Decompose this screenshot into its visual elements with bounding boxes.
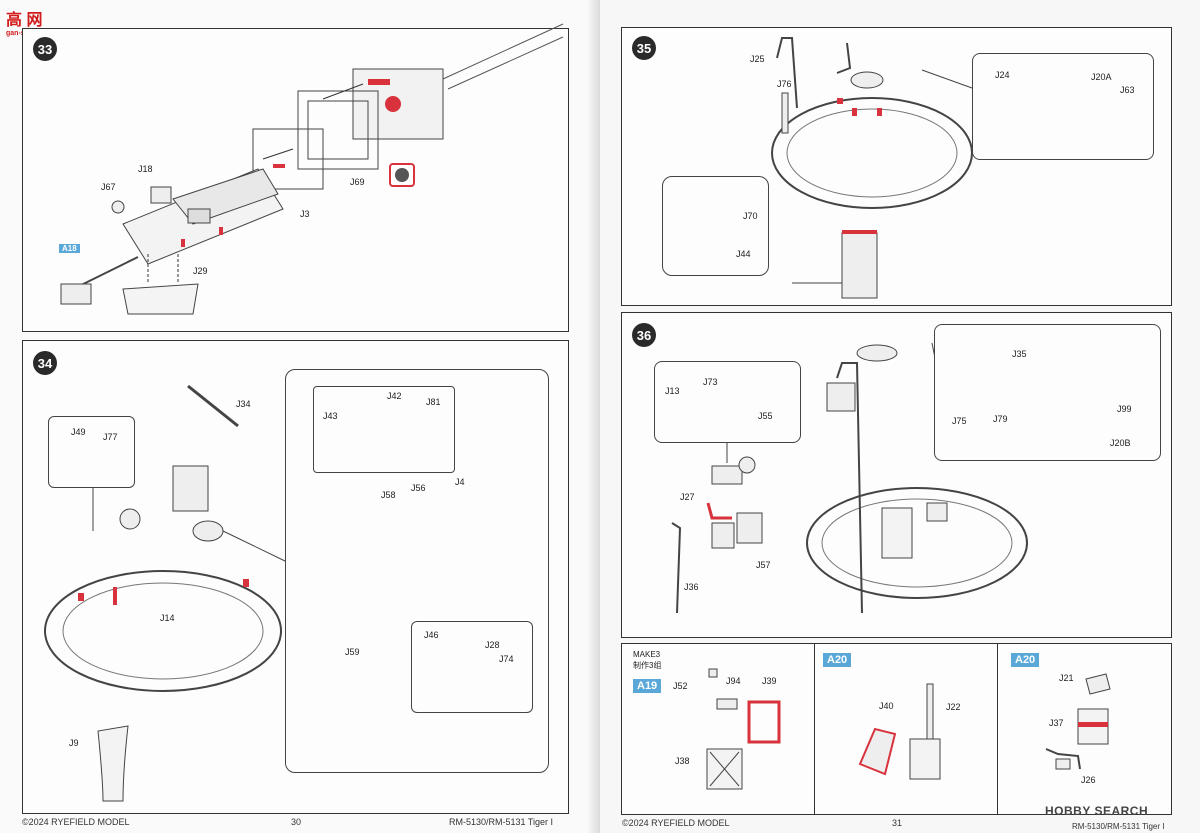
part-label: J27 [680,492,695,502]
subassembly-tag: A18 [59,244,80,253]
part-label: J21 [1059,673,1074,683]
callout-j70-j44 [662,176,769,276]
part-label: J46 [424,630,439,640]
part-label: J40 [879,701,894,711]
part-label: J63 [1120,85,1135,95]
part-label: J24 [995,70,1010,80]
sub-a19-panel: MAKE3 制作3组 A19 J52 J94 J39 J38 [621,643,815,815]
part-label: J14 [160,613,175,623]
page-right: 35 [600,0,1200,833]
part-label: J70 [743,211,758,221]
part-label: J9 [69,738,79,748]
hobbysearch-watermark: HOBBY SEARCH [1045,804,1149,818]
page-number: 30 [291,817,302,827]
make-count: MAKE3 [633,650,661,659]
part-label: J67 [101,182,116,192]
part-label: J36 [684,582,699,592]
step-number: 35 [632,36,656,60]
step-number: 33 [33,37,57,61]
part-label: J55 [758,411,773,421]
callout-j46-j74 [411,621,533,713]
callout-j13-j55 [654,361,801,443]
part-label: J22 [946,702,961,712]
part-label: J34 [236,399,251,409]
sub-a20-panel-1: A20 J40 J22 [814,643,998,815]
subassembly-tag: A20 [823,653,852,667]
footer-model-code: RM-5130/RM-5131 Tiger I [449,817,554,827]
part-label: J25 [750,54,765,64]
part-label: J79 [993,414,1008,424]
callout-j35-j20b [934,324,1161,461]
sub-a20-drawing-1 [858,683,941,780]
footer-copyright: ©2024 RYEFIELD MODEL [622,818,730,828]
part-label: J4 [455,477,465,487]
part-label: J3 [300,209,310,219]
callout-j49-j77 [48,416,135,488]
part-label: J37 [1049,718,1064,728]
part-label: J26 [1081,775,1096,785]
step-33-panel: 33 [22,23,569,332]
part-label: J43 [323,411,338,421]
part-label: J18 [138,164,153,174]
part-label: J81 [426,397,441,407]
part-label: J49 [71,427,86,437]
sub-a20-drawing-2 [1045,673,1111,770]
part-label: J99 [1117,404,1132,414]
part-label: J57 [756,560,771,570]
footer-copyright: ©2024 RYEFIELD MODEL [22,817,130,827]
step-number: 34 [33,351,57,375]
part-label: J39 [762,676,777,686]
part-label: J13 [665,386,680,396]
watermark-cn: 高 网 [6,12,43,29]
step-number: 36 [632,323,656,347]
part-label: J94 [726,676,741,686]
part-label: J28 [485,640,500,650]
part-label: J73 [703,377,718,387]
part-label: J76 [777,79,792,89]
part-label: J75 [952,416,967,426]
part-label: J74 [499,654,514,664]
part-label: J42 [387,391,402,401]
callout-j42-j43 [313,386,455,473]
page-number: 31 [892,818,903,828]
part-label: J29 [193,266,208,276]
part-label: J52 [673,681,688,691]
make-count-cn: 制作3组 [633,661,662,670]
part-label: J35 [1012,349,1027,359]
page-left: 高 网 gan-shan.com 33 [0,0,600,833]
part-label: J38 [675,756,690,766]
subassembly-tag: A19 [633,679,662,693]
part-label: J44 [736,249,751,259]
make3-note: MAKE3 制作3组 [633,649,661,671]
step-33-drawing [60,23,564,315]
sub-a19-drawing [706,668,781,790]
part-label: J69 [350,177,365,187]
subassembly-tag: A20 [1011,653,1040,667]
part-label: J20A [1091,72,1112,82]
part-label: J20B [1110,438,1131,448]
part-label: J77 [103,432,118,442]
sub-a20-panel-2: A20 J21 J37 J26 [997,643,1172,815]
part-label: J56 [411,483,426,493]
step-35-panel: 35 [621,27,1172,306]
footer-model-code: RM-5130/RM-5131 Tiger I [1072,822,1165,831]
callout-j24-j63 [972,53,1154,160]
step-34-panel: 34 [22,340,569,814]
step-36-panel: 36 [621,312,1172,638]
part-label: J59 [345,647,360,657]
part-label: J58 [381,490,396,500]
